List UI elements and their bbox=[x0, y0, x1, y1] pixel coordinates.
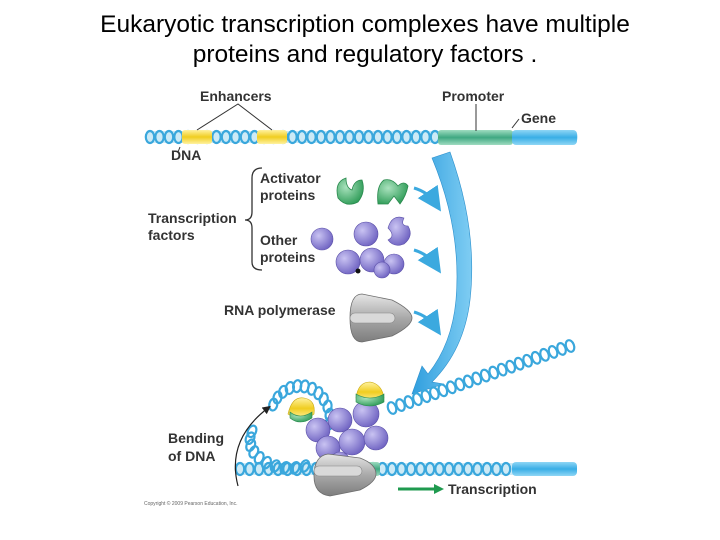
gene-region bbox=[512, 130, 577, 145]
slide-title-line-2: proteins and regulatory factors . bbox=[192, 41, 538, 68]
copyright-notice: Copyright © 2009 Pearson Education, Inc. bbox=[144, 500, 237, 507]
dna-helix-ring bbox=[500, 461, 512, 477]
slide-title-line-1: Eukaryotic transcription complexes have … bbox=[100, 11, 630, 38]
dna-helix-ring bbox=[269, 459, 281, 473]
rna-polymerase-label: RNA polymerase bbox=[224, 302, 336, 318]
activator-proteins-label-line-2: proteins bbox=[260, 187, 315, 203]
dna-helix-ring bbox=[299, 459, 311, 473]
dna-strand-top bbox=[144, 129, 578, 145]
gene-label: Gene bbox=[521, 110, 556, 126]
assembly-arrow bbox=[411, 151, 473, 395]
other-protein-2 bbox=[353, 221, 379, 247]
dna-helix-ring bbox=[289, 460, 301, 475]
transcription-arrow-head bbox=[434, 484, 444, 494]
gene-region-bottom bbox=[512, 462, 577, 476]
activator-proteins-label-line-1: Activator bbox=[260, 170, 321, 186]
other-proteins-label-line-2: proteins bbox=[260, 249, 315, 265]
enhancer-region-2 bbox=[257, 130, 287, 144]
transcription-factors-label-line-1: Transcription bbox=[148, 210, 237, 226]
dna-helix-ring bbox=[253, 451, 265, 465]
rna-polymerase-bound bbox=[313, 453, 377, 497]
rna-polymerase bbox=[349, 293, 413, 343]
other-proteins-cluster bbox=[310, 216, 411, 279]
transcription-label: Transcription bbox=[448, 481, 537, 497]
dna-helix-ring bbox=[564, 339, 576, 353]
dna-helix-ring bbox=[279, 460, 291, 475]
bending-arrow bbox=[234, 405, 271, 487]
dna-label: DNA bbox=[171, 147, 201, 163]
activator-protein-2 bbox=[377, 179, 409, 205]
other-protein-7 bbox=[373, 261, 391, 279]
enhancers-label: Enhancers bbox=[200, 88, 272, 104]
activator-protein-1 bbox=[336, 177, 364, 205]
slide-title: Eukaryotic transcription complexes have … bbox=[40, 10, 690, 70]
promoter-region bbox=[438, 130, 513, 145]
other-protein-3 bbox=[387, 216, 411, 246]
promoter-label: Promoter bbox=[442, 88, 505, 104]
small-movement-arrows bbox=[413, 184, 441, 336]
bending-of-dna-label-line-1: Bending bbox=[168, 430, 224, 446]
transcription-factors-label-line-2: factors bbox=[148, 227, 195, 243]
transcription-factors-brace bbox=[244, 167, 263, 271]
label-pointers bbox=[177, 103, 520, 153]
dna-helix-ring bbox=[246, 424, 258, 439]
dna-helix-ring bbox=[260, 455, 273, 470]
marker-dot bbox=[355, 268, 361, 274]
other-proteins-label-line-1: Other bbox=[260, 232, 298, 248]
other-protein-1 bbox=[310, 227, 334, 251]
dna-strand-bottom bbox=[234, 339, 577, 477]
bending-of-dna-label-line-2: of DNA bbox=[168, 448, 215, 464]
enhancer-region-1 bbox=[182, 130, 212, 144]
